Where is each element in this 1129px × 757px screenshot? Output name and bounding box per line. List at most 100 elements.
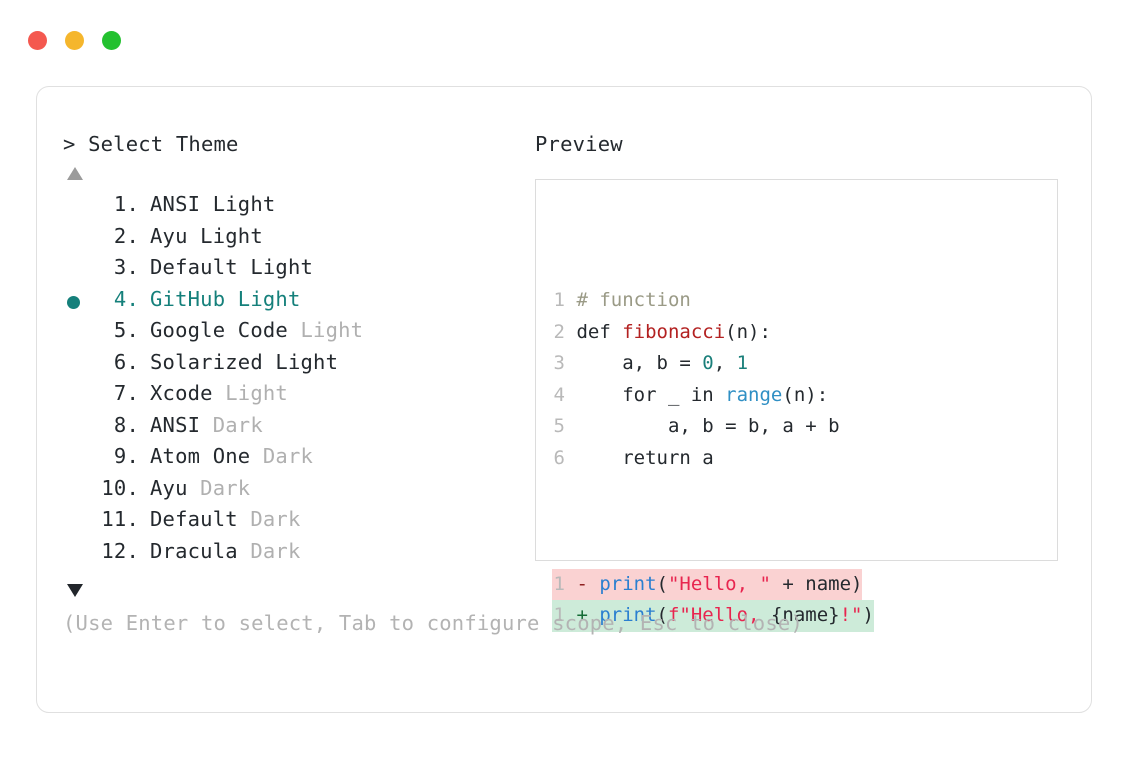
selection-bullet-cell <box>63 476 93 508</box>
diff-line-removed: 1 - print("Hello, " + name) <box>552 568 863 600</box>
theme-item-variant: Light <box>287 318 364 342</box>
code-line: 4 for _ in range(n): <box>552 380 1057 412</box>
theme-item-variant: Dark <box>250 444 314 468</box>
theme-item-name: Google Code <box>150 318 288 342</box>
code-line: 3 a, b = 0, 1 <box>552 348 1057 380</box>
selection-bullet-cell <box>63 539 93 571</box>
theme-item-name: Ayu <box>150 475 188 500</box>
code-token: return a <box>576 446 714 469</box>
theme-list-item[interactable]: 3.Default Light <box>63 255 533 287</box>
theme-item-name: Solarized Light <box>150 349 339 374</box>
theme-item-index: 8. <box>113 412 139 437</box>
theme-list-item[interactable]: 11. Default Dark <box>63 507 533 539</box>
theme-list-item[interactable]: 8. ANSI Dark <box>63 413 533 445</box>
theme-item-index: 7. <box>113 381 139 405</box>
code-token: ) <box>862 604 874 626</box>
theme-item-name: Default <box>150 507 238 531</box>
theme-item-variant: Dark <box>237 507 301 531</box>
selection-bullet-cell <box>63 224 93 256</box>
diff-marker: + <box>565 604 600 626</box>
theme-item-name: Xcode <box>150 381 213 405</box>
code-token: f"Hello, <box>667 604 771 626</box>
theme-list-item[interactable]: 9. Atom One Dark <box>63 444 533 476</box>
code-token: 1 <box>736 352 749 374</box>
code-token: {name} <box>770 604 840 626</box>
maximize-button[interactable] <box>102 31 121 50</box>
theme-item-index: 11. <box>101 507 139 531</box>
selection-bullet-cell <box>63 287 93 319</box>
theme-item-variant: Dark <box>200 412 263 437</box>
selection-bullet-cell <box>63 507 93 539</box>
close-button[interactable] <box>28 31 47 50</box>
code-token: + name) <box>770 572 863 595</box>
code-line: 1 # function <box>552 285 1057 317</box>
selection-bullet-cell <box>63 444 93 476</box>
triangle-up-icon[interactable] <box>67 167 83 180</box>
code-token: print <box>599 572 657 595</box>
theme-item-name: ANSI Light <box>150 192 276 216</box>
theme-list-item[interactable]: 6.Solarized Light <box>63 350 533 382</box>
theme-list-pane: > Select Theme 1. ANSI Light 2. Ayu Light 3.… <box>63 131 533 597</box>
line-number: 6 <box>553 446 565 469</box>
line-number: 2 <box>553 320 565 343</box>
theme-item-variant: Dark <box>237 538 301 563</box>
selection-bullet-cell <box>63 381 93 413</box>
theme-item-index: 10. <box>101 475 139 500</box>
line-number: 3 <box>553 352 565 374</box>
code-token: (n): <box>782 383 829 406</box>
theme-list-item[interactable]: 10. Ayu Dark <box>63 476 533 508</box>
triangle-down-icon[interactable] <box>67 584 83 597</box>
theme-item-name: ANSI <box>150 412 201 437</box>
theme-item-index: 12. <box>101 538 139 563</box>
code-token: 0 <box>702 352 714 374</box>
code-token: range <box>725 383 783 406</box>
theme-item-index: 9. <box>113 444 139 468</box>
theme-item-name: Atom One <box>150 444 251 468</box>
line-number: 5 <box>553 415 565 437</box>
selection-bullet-cell <box>63 350 93 382</box>
selection-bullet-cell <box>63 413 93 445</box>
theme-list-item[interactable]: 7. Xcode Light <box>63 381 533 413</box>
theme-list-item[interactable]: 4.GitHub Light <box>63 287 533 319</box>
theme-item-variant: Light <box>212 381 288 405</box>
theme-list-item[interactable]: 1. ANSI Light <box>63 192 533 224</box>
theme-item-name: Ayu Light <box>150 223 263 248</box>
code-line: 2 def fibonacci(n): <box>552 317 1057 349</box>
selection-bullet-cell <box>63 318 93 350</box>
code-token: (n): <box>725 320 771 343</box>
code-token: def <box>576 320 623 343</box>
line-number: 1 <box>553 572 565 595</box>
preview-title: Preview <box>535 132 623 156</box>
code-token: !" <box>839 604 863 626</box>
selection-bullet-cell <box>63 192 93 224</box>
minimize-button[interactable] <box>65 31 84 50</box>
code-line: 6 return a <box>552 443 1057 475</box>
selection-bullet-cell <box>63 255 93 287</box>
code-token: fibonacci <box>622 320 726 343</box>
code-line: 5 a, b = b, a + b <box>552 411 1057 443</box>
selected-bullet-icon <box>67 295 80 309</box>
theme-item-name: GitHub Light <box>150 286 301 311</box>
select-theme-prompt: > Select Theme <box>63 132 239 156</box>
theme-list-item[interactable]: 2. Ayu Light <box>63 224 533 256</box>
code-token: , <box>713 352 737 374</box>
theme-item-index: 3. <box>113 255 139 279</box>
line-number: 1 <box>553 604 565 626</box>
theme-item-index: 2. <box>113 223 139 248</box>
theme-item-index: 5. <box>113 318 139 342</box>
theme-list-item[interactable]: 12. Dracula Dark <box>63 539 533 571</box>
code-token: a, b = b, a + b <box>576 415 840 437</box>
theme-item-variant: Dark <box>187 475 251 500</box>
code-token: print <box>599 604 657 626</box>
diff-marker: - <box>565 572 600 595</box>
theme-item-name: Dracula <box>150 538 238 563</box>
theme-item-index: 1. <box>113 192 139 216</box>
code-token: for _ in <box>576 383 726 406</box>
theme-list-item[interactable]: 5. Google Code Light <box>63 318 533 350</box>
code-token: ( <box>656 572 668 595</box>
